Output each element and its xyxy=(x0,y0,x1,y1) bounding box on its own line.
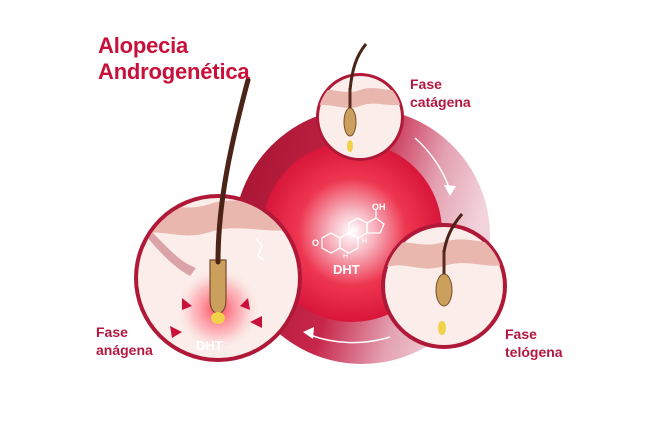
center-dht-label: DHT xyxy=(333,262,360,277)
anagena-line-2: anágena xyxy=(96,342,153,358)
arrow-head-2 xyxy=(444,185,456,196)
phase-label-anagena: Fase anágena xyxy=(96,323,153,359)
oh-label: OH xyxy=(372,202,386,212)
anagena-line-1: Fase xyxy=(96,324,128,340)
anagen-phase-illustration: DHT xyxy=(134,77,302,362)
h-label-1: H xyxy=(343,253,348,260)
anagen-dht-badge: DHT xyxy=(196,338,223,353)
telogena-line-1: Fase xyxy=(505,326,537,342)
telogena-line-2: telógena xyxy=(505,344,563,360)
dht-molecule-icon xyxy=(321,210,385,254)
arrow-arc-3 xyxy=(309,334,391,344)
arrow-head-3 xyxy=(303,327,314,339)
title-line-1: Alopecia xyxy=(98,33,189,58)
telogen-phase-illustration xyxy=(381,213,507,349)
arrow-arc-1 xyxy=(257,114,301,151)
arrow-head-1 xyxy=(296,110,307,121)
catagena-line-1: Fase xyxy=(410,76,442,92)
phase-label-telogena: Fase telógena xyxy=(505,325,563,361)
h-label-3: H xyxy=(362,238,367,245)
phase-label-catagena: Fase catágena xyxy=(410,75,471,111)
diagram-title: Alopecia Androgenética xyxy=(98,33,250,85)
o-label: O xyxy=(312,238,319,248)
h-label-2: H xyxy=(352,227,357,234)
catagena-line-2: catágena xyxy=(410,94,471,110)
catagen-phase-illustration xyxy=(316,43,404,161)
title-line-2: Androgenética xyxy=(98,59,250,84)
